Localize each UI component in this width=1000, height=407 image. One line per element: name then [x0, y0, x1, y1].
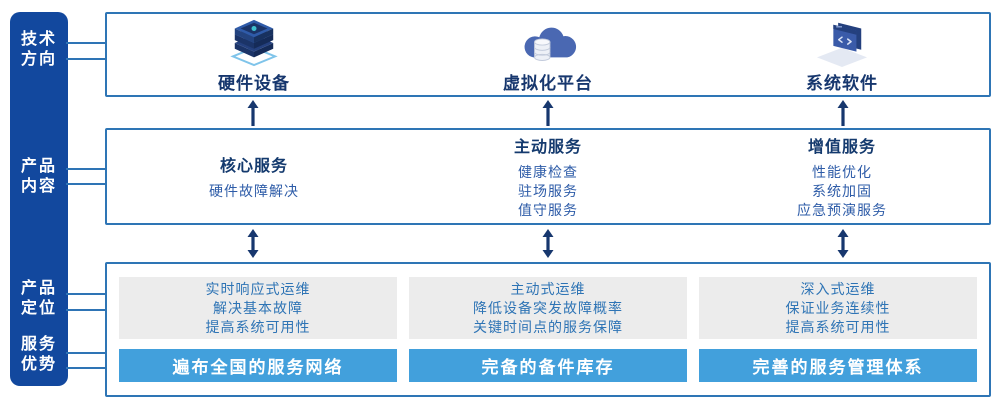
service-item: 应急预演服务	[797, 202, 887, 218]
position-col-realtime: 实时响应式运维 解决基本故障 提高系统可用性 遍布全国的服务网络	[119, 277, 397, 382]
service-col-core: 核心服务 硬件故障解决	[107, 130, 401, 223]
position-card: 主动式运维 降低设备突发故障概率 关键时间点的服务保障	[409, 277, 687, 339]
sidebar-label-line: 产品	[20, 280, 57, 297]
product-position-box: 实时响应式运维 解决基本故障 提高系统可用性 遍布全国的服务网络 主动式运维 降…	[105, 262, 991, 397]
service-item: 性能优化	[812, 164, 872, 180]
position-point: 提高系统可用性	[785, 318, 891, 335]
position-point: 解决基本故障	[213, 299, 303, 316]
sidebar-label-line: 技术	[20, 31, 57, 48]
service-item: 硬件故障解决	[209, 183, 299, 199]
sidebar-label-line: 内容	[20, 178, 57, 195]
position-col-proactive: 主动式运维 降低设备突发故障概率 关键时间点的服务保障 完备的备件库存	[409, 277, 687, 382]
sidebar-label-product-position: 产品 定位	[10, 279, 68, 319]
category-sidebar	[10, 12, 68, 386]
position-point: 深入式运维	[800, 280, 876, 297]
tech-label: 虚拟化平台	[503, 74, 593, 93]
up-arrow	[837, 100, 849, 126]
double-arrow	[837, 229, 849, 258]
position-point: 提高系统可用性	[205, 318, 311, 335]
server-stack-icon	[225, 15, 283, 67]
sidebar-label-line: 方向	[20, 51, 57, 68]
sidebar-label-line: 服务	[20, 336, 57, 353]
up-arrow	[247, 100, 259, 126]
advantage-banner: 完备的备件库存	[409, 349, 687, 382]
service-item: 系统加固	[812, 183, 872, 199]
up-arrow	[542, 100, 554, 126]
product-content-box: 核心服务 硬件故障解决 主动服务 健康检查 驻场服务 值守服务 增值服务 性能优…	[105, 128, 991, 225]
tech-label: 硬件设备	[218, 74, 290, 93]
connector-line	[66, 367, 106, 369]
position-col-deep: 深入式运维 保证业务连续性 提高系统可用性 完善的服务管理体系	[699, 277, 977, 382]
service-title: 主动服务	[513, 139, 582, 156]
service-title: 增值服务	[807, 139, 876, 156]
sidebar-label-product-content: 产品 内容	[10, 157, 68, 197]
cloud-database-icon	[519, 15, 577, 67]
position-point: 关键时间点的服务保障	[473, 318, 623, 335]
service-item: 健康检查	[518, 164, 578, 180]
double-arrow	[247, 229, 259, 258]
connector-line	[66, 309, 106, 311]
tech-col-system-software: 系统软件	[695, 14, 989, 95]
connector-line	[66, 168, 106, 170]
service-item: 驻场服务	[518, 183, 578, 199]
connector-line	[66, 58, 106, 60]
code-window-icon	[813, 15, 871, 67]
tech-col-hardware: 硬件设备	[107, 14, 401, 95]
service-title: 核心服务	[219, 158, 288, 175]
position-point: 降低设备突发故障概率	[473, 299, 623, 316]
position-point: 实时响应式运维	[205, 280, 311, 297]
sidebar-label-line: 产品	[20, 158, 57, 175]
position-card: 实时响应式运维 解决基本故障 提高系统可用性	[119, 277, 397, 339]
service-col-value-added: 增值服务 性能优化 系统加固 应急预演服务	[695, 130, 989, 223]
position-card: 深入式运维 保证业务连续性 提高系统可用性	[699, 277, 977, 339]
tech-label: 系统软件	[806, 74, 878, 93]
sidebar-label-tech-direction: 技术 方向	[10, 30, 68, 70]
connector-line	[66, 293, 106, 295]
position-point: 主动式运维	[510, 280, 586, 297]
tech-direction-box: 硬件设备 虚拟化平台	[105, 12, 991, 97]
service-col-proactive: 主动服务 健康检查 驻场服务 值守服务	[401, 130, 695, 223]
advantage-banner: 完善的服务管理体系	[699, 349, 977, 382]
position-point: 保证业务连续性	[785, 299, 891, 316]
service-item: 值守服务	[518, 202, 578, 218]
double-arrow	[542, 229, 554, 258]
sidebar-label-line: 定位	[20, 300, 57, 317]
connector-line	[66, 352, 106, 354]
sidebar-label-service-advantage: 服务 优势	[10, 335, 68, 375]
connector-line	[66, 42, 106, 44]
sidebar-label-line: 优势	[20, 356, 57, 373]
connector-line	[66, 183, 106, 185]
tech-col-virtualization: 虚拟化平台	[401, 14, 695, 95]
advantage-banner: 遍布全国的服务网络	[119, 349, 397, 382]
